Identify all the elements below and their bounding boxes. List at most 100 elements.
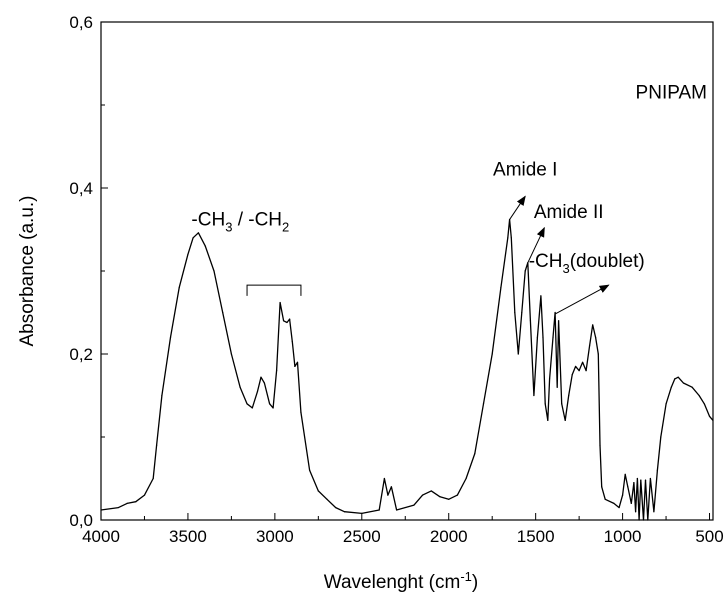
data-point [282,320,285,322]
data-point [390,486,392,488]
data-point [585,370,587,372]
data-point [491,353,493,355]
data-point [387,494,389,496]
data-point [263,382,266,384]
x-tick-label: 2000 [430,527,468,546]
data-point [568,394,570,397]
x-tick-label: 1000 [604,527,642,546]
data-point [624,473,626,475]
y-tick-label: 0,2 [69,345,93,364]
data-point [430,490,432,492]
data-point [529,320,532,322]
data-point [269,403,271,405]
data-point [638,519,640,521]
annotation-arrow [509,195,526,220]
annotation-label: PNIPAM [636,82,707,103]
data-point [630,502,632,504]
data-point [682,382,685,384]
data-point [644,479,647,481]
data-point [251,407,253,409]
data-point [613,502,615,504]
data-point [544,403,546,405]
data-point [677,376,679,378]
data-point [599,444,601,446]
data-point [204,245,206,247]
data-point [548,378,551,380]
data-point [378,509,380,511]
y-tick-label: 0,0 [69,511,93,530]
x-tick-label: 3000 [256,527,294,546]
annotation-label: -CH3(doublet) [529,251,645,276]
data-point [422,494,424,496]
data-point [649,477,652,480]
data-point [326,498,328,500]
data-point [635,511,637,513]
data-point [514,311,516,314]
data-point [640,479,642,481]
data-point [712,419,714,421]
data-point [246,403,248,405]
data-point [272,407,274,409]
data-point [708,415,711,417]
data-point [474,453,476,455]
data-point [335,506,337,509]
data-point [192,237,194,239]
data-point [482,403,485,405]
data-point [597,353,599,355]
data-point [100,509,102,511]
data-point [343,511,346,513]
data-point [601,486,603,488]
axis-ticks [100,21,711,521]
data-point [703,403,705,405]
data-point [564,419,566,421]
annotation-label: Amide II [534,202,604,223]
data-point [517,353,519,355]
data-point [152,477,154,480]
data-point [571,374,573,376]
data-point [197,232,199,234]
data-point [542,336,544,338]
data-point [239,386,241,388]
data-point [552,336,554,338]
data-point [294,365,296,368]
x-tick-label: 1500 [517,527,555,546]
data-point [554,311,556,314]
data-point [300,411,302,413]
data-point [540,295,542,297]
data-point [578,370,580,372]
data-point [361,512,363,514]
data-point [524,270,526,272]
y-axis-title: Absorbance (a.u.) [17,195,38,346]
data-point [698,394,700,397]
data-point [135,501,137,503]
data-point [582,361,584,363]
data-point [126,502,128,504]
data-point [296,361,299,363]
data-point [575,365,577,368]
data-point [556,386,558,388]
data-point [691,386,693,388]
data-point [627,486,629,488]
annotation-arrow [527,226,545,263]
x-axis-title-sup: -1 [460,569,472,584]
data-point [222,311,224,314]
data-point [592,324,594,326]
data-point [507,237,509,239]
data-point [448,498,450,500]
data-point [169,336,172,338]
data-point [633,482,635,484]
data-point [636,477,638,480]
data-point [670,386,672,388]
data-point [395,509,398,511]
data-point [456,494,459,496]
data-point [558,320,560,322]
x-axis-title-main: Wavelenght (cm [324,572,461,593]
data-point [674,378,676,380]
data-point [413,504,415,506]
data-point [187,253,189,255]
data-point [500,287,502,289]
data-point [510,237,512,239]
y-tick-label: 0,6 [69,13,93,32]
